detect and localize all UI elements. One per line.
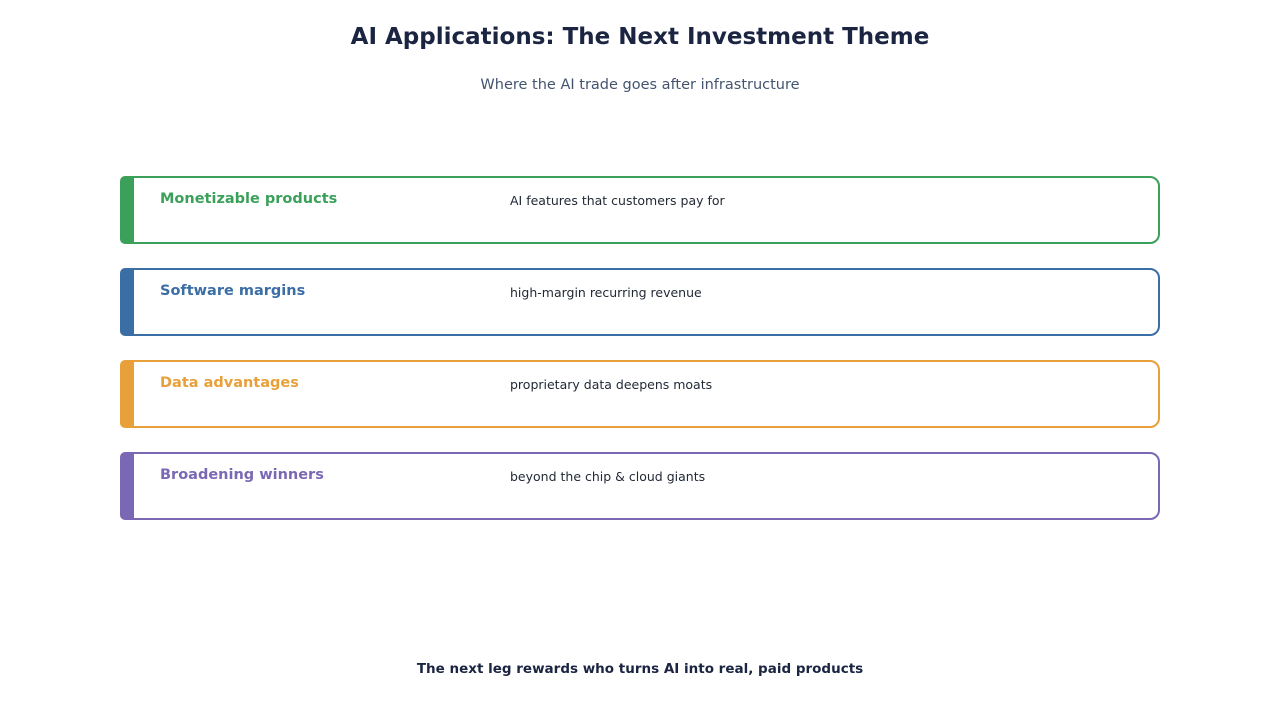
- theme-description: high-margin recurring revenue: [510, 285, 702, 300]
- theme-description: beyond the chip & cloud giants: [510, 469, 706, 484]
- theme-label: Broadening winners: [160, 467, 324, 483]
- accent-bar: [120, 268, 134, 336]
- footer-takeaway: The next leg rewards who turns AI into r…: [416, 661, 864, 677]
- theme-row-software-margins: Software margins high-margin recurring r…: [120, 268, 1160, 336]
- theme-label: Monetizable products: [160, 191, 338, 207]
- accent-bar: [120, 360, 134, 428]
- theme-label: Data advantages: [160, 375, 299, 391]
- theme-label: Software margins: [160, 283, 306, 299]
- theme-list: Monetizable products AI features that cu…: [120, 176, 1160, 544]
- accent-bar: [120, 452, 134, 520]
- theme-description: AI features that customers pay for: [510, 193, 725, 208]
- theme-row-data-advantages: Data advantages proprietary data deepens…: [120, 360, 1160, 428]
- theme-row-monetizable-products: Monetizable products AI features that cu…: [120, 176, 1160, 244]
- page-title: AI Applications: The Next Investment The…: [350, 24, 930, 50]
- theme-description: proprietary data deepens moats: [510, 377, 713, 392]
- page-subtitle: Where the AI trade goes after infrastruc…: [480, 77, 800, 93]
- theme-row-broadening-winners: Broadening winners beyond the chip & clo…: [120, 452, 1160, 520]
- accent-bar: [120, 176, 134, 244]
